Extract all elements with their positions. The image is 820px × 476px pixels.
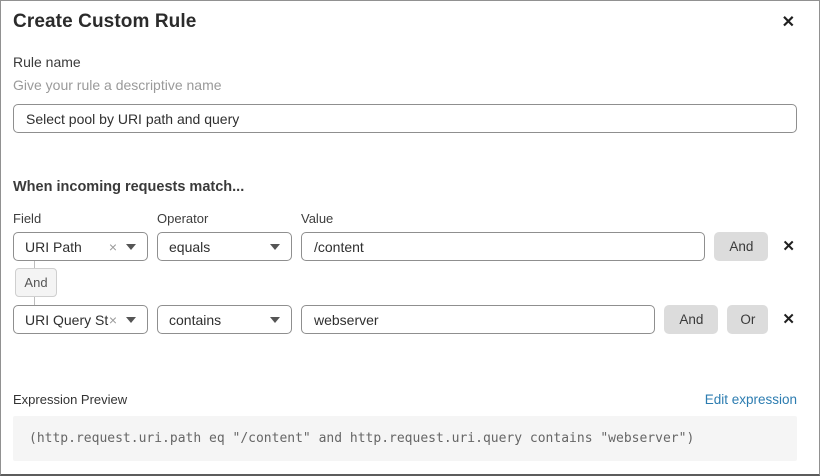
dialog-title: Create Custom Rule (13, 11, 197, 32)
field-select-row1-value: URI Path (25, 238, 82, 255)
expression-preview-section: Expression Preview Edit expression (http… (13, 392, 797, 461)
dialog-header: Create Custom Rule ✕ (13, 11, 797, 33)
rule-name-section: Rule name Give your rule a descriptive n… (13, 54, 797, 133)
condition-row-1: URI Path × equals And ✕ (13, 232, 797, 261)
chevron-down-icon (126, 316, 136, 323)
rule-name-helper: Give your rule a descriptive name (13, 77, 222, 93)
field-column-label: Field (13, 211, 42, 226)
value-input-row2[interactable] (301, 305, 656, 334)
condition-row-2: URI Query St... × contains And Or ✕ (13, 305, 797, 334)
edit-expression-link[interactable]: Edit expression (704, 392, 797, 407)
chevron-down-icon (270, 316, 280, 323)
operator-column-label: Operator (157, 211, 209, 226)
expression-preview-label: Expression Preview (13, 392, 128, 407)
clear-icon[interactable]: × (108, 238, 117, 255)
and-connector: And (15, 260, 57, 305)
matcher-section: When incoming requests match... Field Op… (13, 179, 797, 334)
field-select-row2[interactable]: URI Query St... × (13, 305, 148, 334)
remove-row-icon[interactable]: ✕ (782, 238, 795, 255)
and-connector-chip: And (15, 268, 57, 297)
rule-name-label: Rule name (13, 54, 81, 70)
clear-icon[interactable]: × (108, 311, 117, 328)
operator-select-row2[interactable]: contains (157, 305, 292, 334)
field-select-row1[interactable]: URI Path × (13, 232, 148, 261)
chevron-down-icon (270, 243, 280, 250)
value-column-label: Value (301, 211, 334, 226)
and-button-row1[interactable]: And (714, 232, 769, 261)
and-button-row2[interactable]: And (664, 305, 719, 334)
chevron-down-icon (126, 243, 136, 250)
operator-select-row1-value: equals (169, 238, 211, 255)
expression-preview-header: Expression Preview Edit expression (13, 392, 797, 407)
or-button-row2[interactable]: Or (727, 305, 769, 334)
expression-code: (http.request.uri.path eq "/content" and… (13, 416, 797, 461)
operator-select-row2-value: contains (169, 311, 222, 328)
remove-row-icon[interactable]: ✕ (782, 311, 795, 328)
rule-name-input[interactable] (13, 104, 797, 133)
close-icon[interactable]: ✕ (781, 14, 795, 31)
matcher-heading: When incoming requests match... (13, 179, 245, 195)
operator-select-row1[interactable]: equals (157, 232, 292, 261)
field-select-row2-value: URI Query St... (25, 311, 109, 328)
column-labels: Field Operator Value (13, 211, 797, 226)
value-input-row1[interactable] (301, 232, 706, 261)
